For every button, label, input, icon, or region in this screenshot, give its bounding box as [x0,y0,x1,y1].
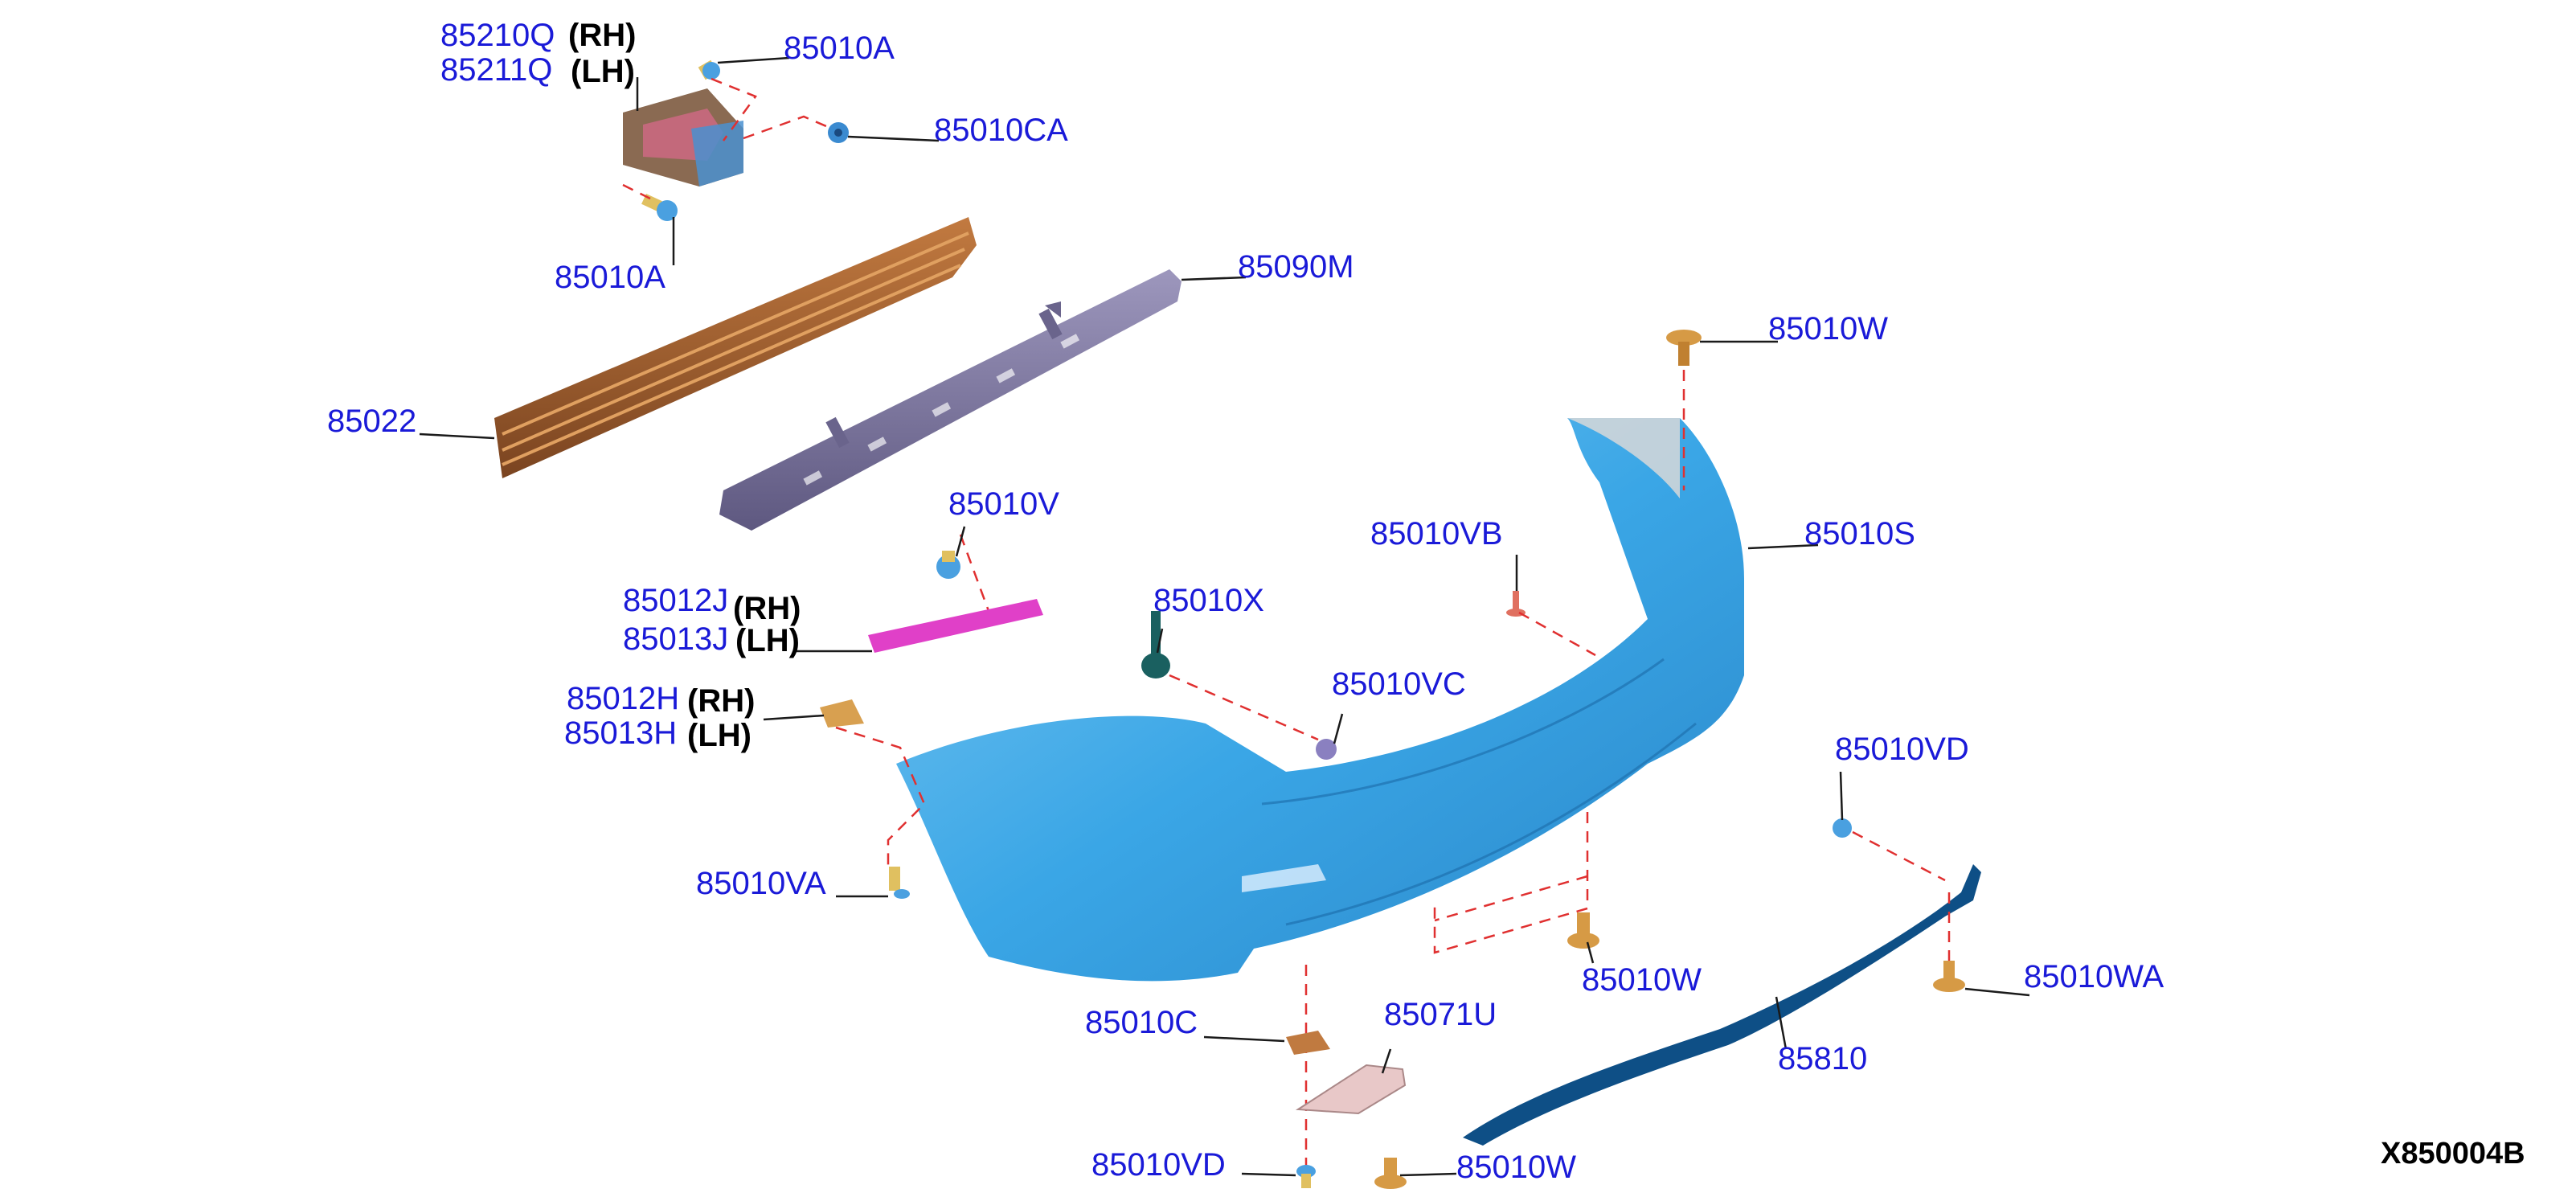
clip-85010vc [1316,739,1337,760]
clip-85010vd-right [1833,818,1852,838]
label-85010v: 85010V [948,486,1059,522]
clip-85010w-mid [1567,912,1599,949]
cover-85071u [1295,1064,1407,1115]
dashed-line-a-bot [622,183,656,203]
bolt-85010a-bottom [641,194,678,221]
label-85211q: 85211Q [440,52,552,88]
leader-lines [419,56,2030,1177]
dashed-line-bracket [711,77,757,141]
label-lh-85013h: (LH) [687,718,752,753]
label-lh-85211q: (LH) [571,54,635,89]
dashed-line-h [835,726,926,868]
energy-absorber-part [719,269,1182,531]
label-85010vd-bottom: 85010VD [1091,1147,1226,1183]
dashed-line-w-mid2 [1434,875,1588,922]
label-85010w-mid: 85010W [1582,962,1702,998]
clip-85010wa [1933,961,1965,992]
label-85010wa: 85010WA [2024,959,2164,994]
label-85010c: 85010C [1085,1005,1198,1040]
bumper-fascia-part [896,418,1744,982]
bumper-reinforcement-part [494,217,977,478]
label-85071u: 85071U [1384,997,1497,1032]
label-85010va: 85010VA [696,866,826,901]
rear-spoiler-part [1463,864,1981,1146]
label-rh-85210q: (RH) [568,18,636,53]
diagram-code: X850004B [2381,1137,2525,1170]
sensor-85010x [1141,611,1170,678]
dashed-line-v [959,534,990,612]
clip-85010vd-bottom [1296,1165,1316,1188]
clip-85010w-bottom [1374,1158,1407,1189]
label-85010a-bottom: 85010A [555,260,666,295]
clip-85010w-top [1666,330,1702,366]
bolt-85010a-top [698,59,720,80]
dashed-line-ca [743,115,833,140]
label-85810: 85810 [1778,1041,1867,1076]
bumper-bracket-part [623,88,743,187]
label-85010a-top: 85010A [784,31,895,66]
reflector-part [868,599,1043,653]
label-85010w-bottom: 85010W [1456,1150,1576,1185]
dashed-line-x [1169,674,1319,741]
clip-85010vb [1506,591,1526,617]
label-85012j: 85012J [623,583,728,618]
dashed-line-w-mid [1433,812,1589,954]
label-85010vc: 85010VC [1332,666,1466,702]
nut-85010ca [828,122,849,143]
label-85010s: 85010S [1804,516,1915,551]
label-rh-85012j: (RH) [733,591,801,626]
label-85010x: 85010X [1153,583,1264,618]
bracket-85012h [820,699,864,728]
dashed-line-vb [1518,611,1596,657]
clip-85010v [936,551,960,579]
label-85090m: 85090M [1238,249,1354,285]
label-85010w-top: 85010W [1768,311,1888,346]
dashed-line-vd-right [1852,830,1946,882]
label-rh-85012h: (RH) [687,683,755,719]
label-85010vd-right: 85010VD [1835,732,1969,767]
label-85013h: 85013H [564,715,677,751]
label-85013j: 85013J [623,621,728,657]
label-85010vb: 85010VB [1370,516,1503,551]
label-85012h: 85012H [567,681,679,716]
label-85022: 85022 [327,404,416,439]
label-85010ca: 85010CA [934,113,1068,148]
label-85210q: 85210Q [440,18,555,53]
label-lh-85013j: (LH) [735,623,800,658]
clip-85010va [889,867,910,899]
bracket-85010c [1286,1031,1330,1055]
